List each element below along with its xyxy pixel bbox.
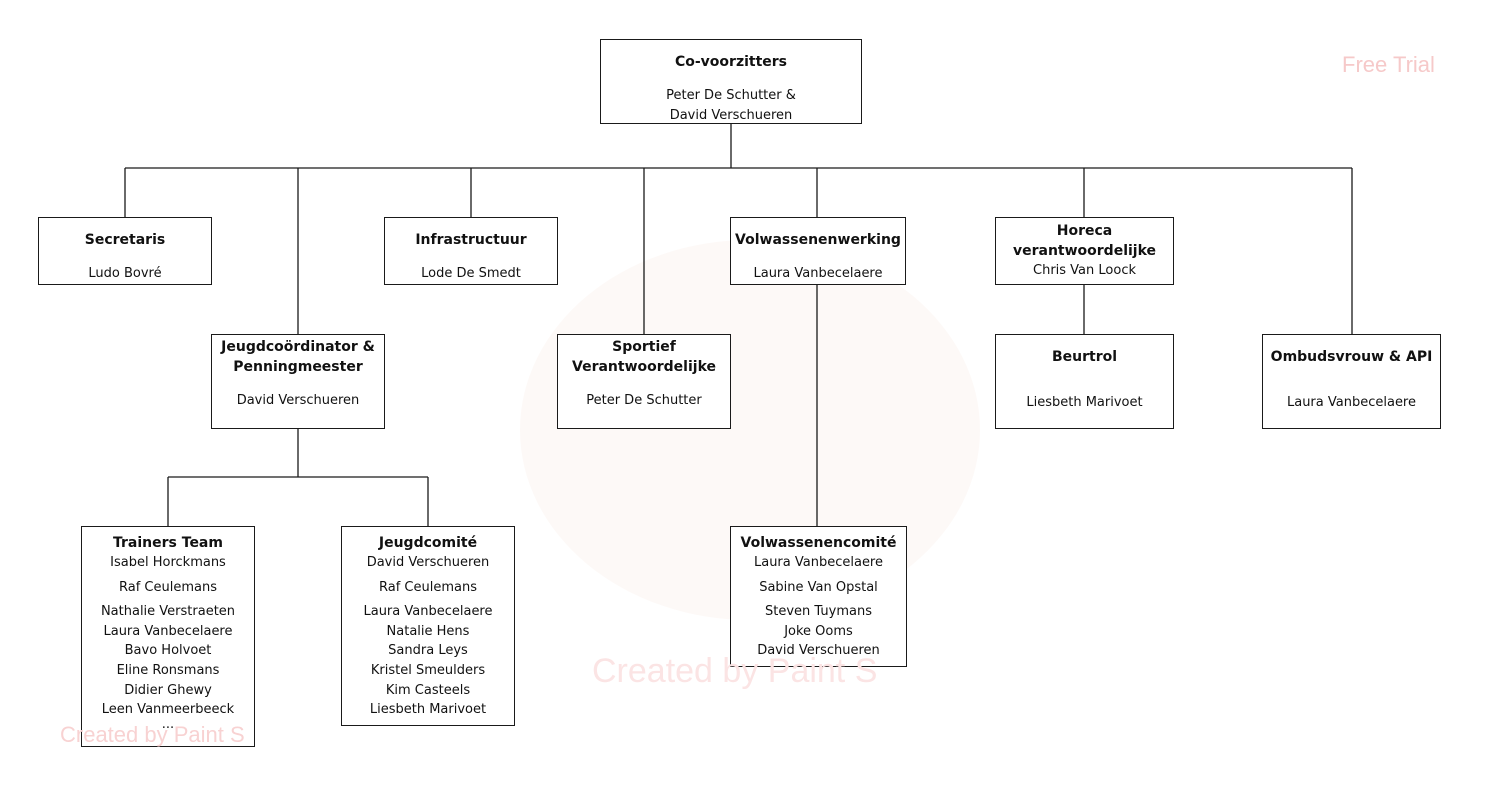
node-co-voorzitters: Co-voorzitters Peter De Schutter & David… bbox=[600, 39, 862, 124]
node-person: Joke Ooms bbox=[784, 623, 853, 639]
node-person: Lode De Smedt bbox=[421, 266, 521, 281]
node-person: Leen Vanmeerbeeck bbox=[101, 702, 235, 718]
node-person: Laura Vanbecelaere bbox=[753, 555, 883, 570]
node-person: Kristel Smeulders bbox=[370, 662, 486, 678]
node-title: Ombudsvrouw & API bbox=[1270, 349, 1433, 365]
node-sportief: Sportief Verantwoordelijke Peter De Schu… bbox=[557, 334, 731, 429]
node-person: Liesbeth Marivoet bbox=[369, 702, 487, 718]
node-volwassenenwerking: Volwassenenwerking Laura Vanbecelaere bbox=[730, 217, 906, 285]
node-person: David Verschueren bbox=[669, 108, 793, 123]
node-person: David Verschueren bbox=[757, 643, 880, 659]
node-person: Ludo Bovré bbox=[88, 266, 162, 281]
node-person: Laura Vanbecelaere bbox=[103, 623, 233, 639]
node-title: Horeca bbox=[1056, 223, 1113, 239]
node-jeugdcomite: Jeugdcomité David Verschueren Raf Ceulem… bbox=[341, 526, 515, 726]
node-person: Chris Van Loock bbox=[1033, 263, 1136, 278]
node-title: Secretaris bbox=[84, 232, 166, 248]
node-person: Raf Ceulemans bbox=[379, 579, 477, 595]
node-person: Raf Ceulemans bbox=[119, 579, 217, 595]
node-title: Jeugdcoördinator & bbox=[221, 339, 375, 355]
node-beurtrol: Beurtrol Liesbeth Marivoet bbox=[995, 334, 1174, 429]
node-title: Volwassenenwerking bbox=[735, 232, 901, 248]
node-title: verantwoordelijke bbox=[1012, 243, 1157, 259]
node-person: Peter De Schutter & bbox=[666, 88, 796, 103]
node-volwassenencomite: Volwassenencomité Laura Vanbecelaere Sab… bbox=[730, 526, 907, 667]
node-secretaris: Secretaris Ludo Bovré bbox=[38, 217, 212, 285]
node-horeca: Horeca verantwoordelijke Chris Van Loock bbox=[995, 217, 1174, 285]
node-title: Trainers Team bbox=[113, 535, 223, 551]
node-person: Sandra Leys bbox=[388, 643, 468, 659]
node-ombudsvrouw: Ombudsvrouw & API Laura Vanbecelaere bbox=[1262, 334, 1441, 429]
node-title: Volwassenencomité bbox=[740, 535, 897, 551]
node-title: Infrastructuur bbox=[415, 232, 527, 248]
node-person: Bavo Holvoet bbox=[124, 643, 212, 659]
node-person: Isabel Horckmans bbox=[110, 555, 226, 570]
node-person: Laura Vanbecelaere bbox=[363, 604, 493, 620]
node-person: Sabine Van Opstal bbox=[759, 579, 878, 595]
node-title: Jeugdcomité bbox=[378, 535, 478, 551]
node-person: ... bbox=[161, 716, 175, 732]
node-person: Didier Ghewy bbox=[124, 682, 212, 698]
node-person: David Verschueren bbox=[366, 555, 490, 570]
node-title: Penningmeester bbox=[233, 359, 363, 375]
node-title: Verantwoordelijke bbox=[572, 359, 716, 375]
node-infrastructuur: Infrastructuur Lode De Smedt bbox=[384, 217, 558, 285]
node-title: Co-voorzitters bbox=[674, 54, 788, 70]
node-title: Sportief bbox=[612, 339, 676, 355]
node-person: Natalie Hens bbox=[386, 623, 470, 639]
node-person: Nathalie Verstraeten bbox=[100, 604, 236, 620]
node-person: Eline Ronsmans bbox=[116, 662, 220, 678]
node-title: Beurtrol bbox=[1051, 349, 1118, 365]
node-jeugdcoordinator: Jeugdcoördinator & Penningmeester David … bbox=[211, 334, 385, 429]
node-trainers-team: Trainers Team Isabel Horckmans Raf Ceule… bbox=[81, 526, 255, 747]
node-person: Kim Casteels bbox=[385, 682, 471, 698]
node-person: Steven Tuymans bbox=[765, 604, 872, 620]
node-person: Peter De Schutter bbox=[586, 393, 702, 408]
node-person: Laura Vanbecelaere bbox=[1286, 395, 1416, 410]
node-person: David Verschueren bbox=[236, 393, 360, 408]
node-person: Liesbeth Marivoet bbox=[1026, 395, 1143, 410]
node-person: Laura Vanbecelaere bbox=[753, 266, 883, 281]
